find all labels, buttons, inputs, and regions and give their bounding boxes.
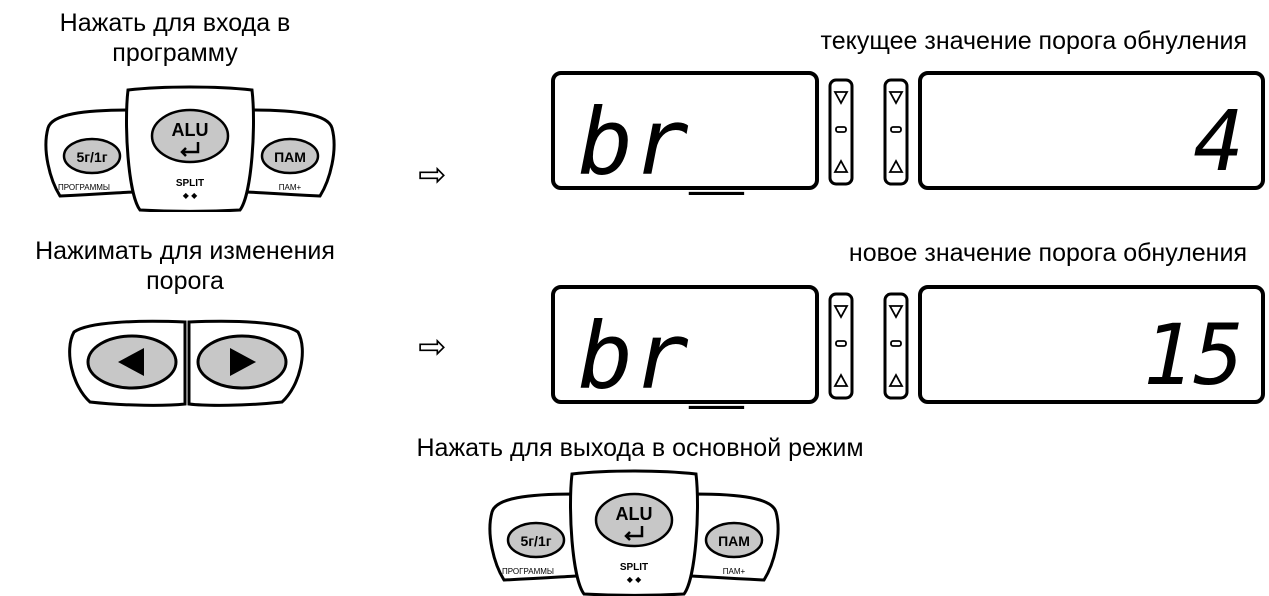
- key-alu-label: ALU: [172, 120, 209, 140]
- caption-new-value: новое значение порога обнуления: [848, 239, 1247, 267]
- key-pam-button[interactable]: ПАМ: [704, 521, 764, 559]
- caption-enter-program: Нажать для входа в программу: [30, 8, 320, 68]
- triangle-down-icon: [888, 305, 904, 319]
- caption-change-threshold-line1: Нажимать для изменения: [35, 237, 335, 265]
- key-programs-sublabel: ПРОГРАММЫ: [58, 183, 110, 192]
- indicator-column-right: [883, 78, 909, 186]
- key-5g1g-label: 5г/1г: [76, 149, 107, 165]
- triangle-down-icon: [888, 91, 904, 105]
- dash-icon: [890, 126, 902, 133]
- triangle-up-icon: [888, 159, 904, 173]
- step-arrow-icon: ⇨: [418, 155, 447, 195]
- lcd-right-value: 4: [1193, 92, 1244, 190]
- triangle-up-icon: [833, 159, 849, 173]
- indicator-column-left: [828, 78, 854, 186]
- indicator-column-left: [828, 292, 854, 400]
- caption-current-value: текущее значение порога обнуления: [820, 27, 1247, 55]
- lcd-left-text: br_: [578, 89, 745, 195]
- key-split-sublabel: SPLIT: [176, 178, 204, 189]
- key-alu-button[interactable]: ALU: [150, 108, 230, 164]
- keypad-exit: 5г/1г ПРОГРАММЫ ALU SPLIT ◆ ◆ ПАМ ПАМ+: [488, 468, 780, 596]
- triangle-up-icon: [888, 373, 904, 387]
- key-programs-sublabel: ПРОГРАММЫ: [502, 567, 554, 576]
- dash-icon: [890, 340, 902, 347]
- lcd-display-current: br_ 4: [548, 68, 1268, 195]
- triangle-right-icon: [230, 348, 256, 376]
- enter-arrow-icon: [624, 526, 644, 541]
- keypad-enter: 5г/1г ПРОГРАММЫ ALU SPLIT ◆ ◆ ПАМ ПАМ+: [44, 84, 336, 212]
- key-alu-button[interactable]: ALU: [594, 492, 674, 548]
- key-pam-button[interactable]: ПАМ: [260, 137, 320, 175]
- lcd-left-text: br_: [578, 303, 745, 409]
- split-arrows-icon: ◆ ◆: [627, 575, 642, 584]
- indicator-column-right: [883, 292, 909, 400]
- dash-icon: [835, 126, 847, 133]
- lcd-right-value: 15: [1143, 306, 1244, 404]
- lcd-display-new: br_ 15: [548, 282, 1268, 409]
- left-arrow-button[interactable]: [86, 334, 178, 390]
- key-pam-label: ПАМ: [274, 149, 306, 165]
- key-split-sublabel: SPLIT: [620, 562, 648, 573]
- key-5g1g-label: 5г/1г: [520, 533, 551, 549]
- key-5g1g-button[interactable]: 5г/1г: [62, 137, 122, 175]
- triangle-left-icon: [118, 348, 144, 376]
- caption-change-threshold: Нажимать для изменения порога: [0, 236, 370, 296]
- caption-exit: Нажать для выхода в основной режим: [416, 434, 864, 462]
- key-alu-label: ALU: [616, 504, 653, 524]
- arrow-keys: [66, 316, 306, 408]
- caption-enter-program-line1: Нажать для входа в: [59, 9, 291, 37]
- key-5g1g-button[interactable]: 5г/1г: [506, 521, 566, 559]
- triangle-down-icon: [833, 305, 849, 319]
- step-arrow-icon: ⇨: [418, 327, 447, 367]
- split-arrows-icon: ◆ ◆: [183, 191, 198, 200]
- key-pam-label: ПАМ: [718, 533, 750, 549]
- triangle-up-icon: [833, 373, 849, 387]
- right-arrow-button[interactable]: [196, 334, 288, 390]
- caption-change-threshold-line2: порога: [146, 267, 224, 295]
- dash-icon: [835, 340, 847, 347]
- key-pam-plus-sublabel: ПАМ+: [279, 183, 302, 192]
- caption-enter-program-line2: программу: [112, 39, 238, 67]
- enter-arrow-icon: [180, 142, 200, 157]
- triangle-down-icon: [833, 91, 849, 105]
- key-pam-plus-sublabel: ПАМ+: [723, 567, 746, 576]
